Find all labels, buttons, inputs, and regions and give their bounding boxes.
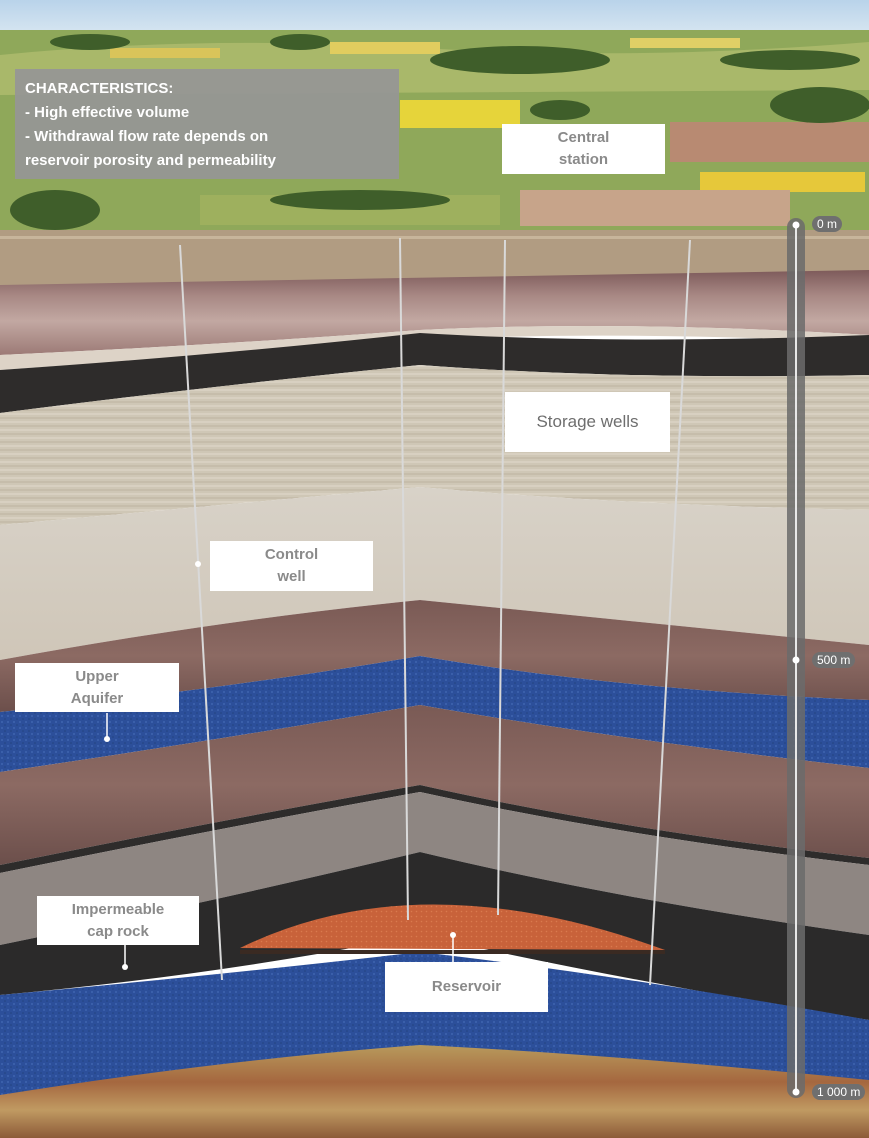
cap-rock-label: Impermeable cap rock — [37, 896, 199, 945]
depth-label-bottom: 1 000 m — [812, 1084, 866, 1100]
depth-label-middle: 500 m — [812, 652, 856, 668]
control-well-label: Control well — [210, 541, 373, 591]
lower-aquifer-layer — [0, 952, 869, 1095]
yellow-field — [110, 48, 220, 58]
storage-wells-label: Storage wells — [505, 392, 670, 452]
yellow-field — [330, 42, 440, 54]
upper-aquifer-label: Upper Aquifer — [15, 663, 179, 712]
depth-label-top: 0 m — [812, 216, 843, 232]
central-station-label: Central station — [502, 124, 665, 174]
landscape — [0, 0, 869, 285]
upper-pink-layer — [0, 270, 869, 355]
scale-tick-top — [792, 221, 800, 229]
control-well-line — [179, 244, 223, 981]
storage-well-line — [649, 239, 691, 986]
characteristics-line: - High effective volume — [25, 104, 190, 121]
gray-layer — [0, 792, 869, 945]
reservoir-label: Reservoir — [385, 962, 548, 1012]
brown-layer — [0, 705, 869, 865]
rapeseed-field — [700, 172, 865, 192]
plowed-field — [520, 190, 790, 226]
basement-layers — [0, 1045, 869, 1138]
yellow-field — [630, 38, 740, 48]
storage-well-line — [497, 239, 506, 916]
upper-dark-layer — [0, 333, 869, 413]
characteristics-panel: CHARACTERISTICS: - High effective volume… — [15, 69, 399, 179]
pink-layer — [0, 600, 869, 712]
storage-well-line — [399, 237, 409, 921]
characteristics-title: CHARACTERISTICS: — [25, 80, 174, 97]
depth-scale-bar — [787, 218, 805, 1098]
upper-aquifer-layer — [0, 656, 869, 772]
plowed-field — [670, 122, 869, 162]
reservoir-gas-zone — [240, 904, 665, 950]
cream-layer — [0, 487, 869, 660]
scale-tick-middle — [792, 656, 800, 664]
scale-tick-bottom — [792, 1088, 800, 1096]
characteristics-line: - Withdrawal flow rate depends on — [25, 128, 269, 145]
wells — [179, 237, 691, 986]
rapeseed-field — [400, 100, 520, 128]
tree-lines — [10, 34, 869, 230]
control-well-dot — [195, 561, 201, 567]
strata — [0, 270, 869, 1138]
characteristics-line: reservoir porosity and permeability — [25, 152, 276, 169]
